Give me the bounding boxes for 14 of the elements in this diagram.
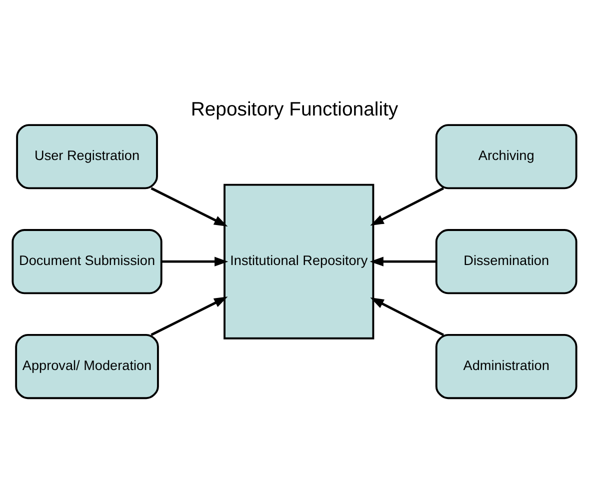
node-box: Administration — [435, 333, 578, 399]
arrow — [150, 296, 228, 336]
arrow — [161, 256, 228, 266]
diagram-title: Repository Functionality — [190, 98, 398, 120]
arrow — [150, 186, 228, 226]
node-box: Dissemination — [435, 228, 578, 294]
node-box: Approval/ Moderation — [15, 333, 159, 399]
node-box: Document Submission — [12, 228, 162, 294]
node-box: Institutional Repository — [224, 183, 374, 339]
arrow — [370, 256, 436, 266]
arrow — [370, 297, 444, 336]
node-box: User Registration — [16, 124, 158, 189]
arrow — [370, 186, 444, 226]
node-box: Archiving — [435, 124, 578, 189]
